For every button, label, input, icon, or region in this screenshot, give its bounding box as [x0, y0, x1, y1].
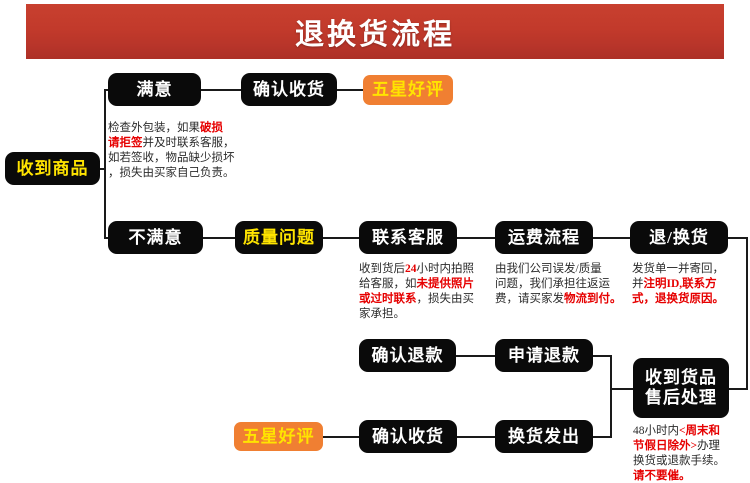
note-inspect-line3: 如若签收，物品缺少损坏 — [108, 152, 235, 164]
note-freight-line3-hl: 物流到付。 — [564, 293, 622, 305]
connector-contact-to-freight — [457, 237, 496, 239]
connector-satisfied-to-confirm — [201, 89, 242, 91]
note-aftersales-line1-hl: <周末和 — [679, 425, 721, 437]
note-inspect-line2-b: 并及时联系客服， — [142, 137, 235, 149]
note-return-line2-hl: 注明ID,联系方 — [643, 278, 717, 290]
note-aftersales-line2-hl: 节假日除外> — [633, 440, 698, 452]
note-return-line2-a: 并 — [632, 278, 644, 290]
note-photo-line2-a: 给客服，如 — [359, 278, 417, 290]
page-title: 退换货流程 — [294, 18, 455, 51]
note-inspect-package: 检查外包装，如果破损 请拒签并及时联系客服， 如若签收，物品缺少损坏 ，损失由买… — [108, 121, 243, 181]
connector-return-right — [727, 237, 748, 239]
note-return-line3-hl: 式，退换货原因。 — [632, 293, 724, 305]
node-unsatisfied[interactable]: 不满意 — [108, 221, 203, 254]
node-confirm-refund[interactable]: 确认退款 — [359, 339, 456, 372]
note-photo-line3-hl: 或过时联系 — [359, 293, 417, 305]
note-aftersales-line4-hl: 请不要催。 — [633, 470, 691, 482]
connector-aftersales-bracket-vertical — [610, 355, 612, 437]
note-freight-line3-a: 费，请买家发 — [495, 293, 564, 305]
connector-right-vertical — [746, 237, 748, 389]
note-freight-line2: 问题，我们承担往返运 — [495, 278, 610, 290]
node-five-star-top[interactable]: 五星好评 — [363, 75, 453, 105]
note-freight: 由我们公司误发/质量 问题，我们承担往返运 费，请买家发物流到付。 — [495, 262, 627, 307]
connector-confirm-to-fivestar — [337, 89, 364, 91]
note-photo-line1-b: 小时内拍照 — [416, 263, 475, 275]
node-satisfied[interactable]: 满意 — [108, 73, 201, 106]
node-five-star-bottom[interactable]: 五星好评 — [234, 422, 323, 451]
note-inspect-line2-hl: 请拒签 — [108, 137, 143, 149]
connector-apply-to-bracket — [593, 355, 612, 357]
header-banner: 退换货流程 — [26, 4, 724, 59]
node-contact-service[interactable]: 联系客服 — [359, 221, 457, 254]
node-quality-problem[interactable]: 质量问题 — [235, 221, 323, 254]
connector-unsatisfied-to-quality — [203, 237, 236, 239]
note-aftersales-line1-a: 48小时内 — [633, 425, 679, 437]
node-apply-refund[interactable]: 申请退款 — [495, 339, 593, 372]
note-inspect-line1-hl: 破损 — [200, 122, 223, 134]
note-freight-line1: 由我们公司误发/质量 — [495, 263, 602, 275]
note-photo-line3-b: ，损失由买 — [416, 293, 475, 305]
connector-bracket-into-aftersales — [610, 388, 634, 390]
note-inspect-line1-a: 检查外包装，如果 — [108, 122, 200, 134]
connector-quality-to-contact — [322, 237, 360, 239]
connector-confirm-bottom-to-exchange — [457, 436, 496, 438]
connector-confirm-refund-to-apply — [456, 355, 496, 357]
note-return-exchange: 发货单一并寄回， 并注明ID,联系方 式，退换货原因。 — [632, 262, 750, 307]
note-after-sales: 48小时内<周末和 节假日除外>办理 换货或退款手续。 请不要催。 — [633, 424, 750, 483]
node-confirm-receipt-bottom[interactable]: 确认收货 — [359, 420, 457, 453]
connector-exchange-to-bracket — [593, 436, 612, 438]
node-return-exchange[interactable]: 退/换货 — [630, 221, 728, 254]
node-confirm-receipt-top[interactable]: 确认收货 — [241, 73, 337, 106]
note-inspect-line4: ，损失由买家自己负责。 — [108, 167, 235, 179]
note-photo-24h: 收到货后24小时内拍照 给客服，如未提供照片 或过时联系，损失由买 家承担。 — [359, 262, 489, 322]
connector-bracket-vertical-left — [104, 89, 106, 239]
note-photo-line1-a: 收到货后 — [359, 263, 405, 275]
note-aftersales-line3: 换货或退款手续。 — [633, 455, 725, 467]
node-received-goods[interactable]: 收到商品 — [5, 152, 100, 185]
connector-received-to-bracket — [100, 168, 106, 170]
node-after-sales[interactable]: 收到货品 售后处理 — [633, 358, 729, 418]
note-photo-line4: 家承担。 — [359, 308, 405, 320]
note-aftersales-line2-b: 办理 — [697, 440, 721, 452]
note-photo-line1-hl: 24 — [405, 263, 417, 275]
note-return-line1: 发货单一并寄回， — [632, 263, 724, 275]
connector-right-into-aftersales — [714, 388, 748, 390]
note-photo-line2-hl: 未提供照片 — [416, 278, 475, 290]
connector-fivestar-to-confirm-bottom — [323, 436, 360, 438]
node-freight-process[interactable]: 运费流程 — [495, 221, 593, 254]
node-exchange-sent[interactable]: 换货发出 — [495, 420, 593, 453]
connector-freight-to-return — [593, 237, 631, 239]
